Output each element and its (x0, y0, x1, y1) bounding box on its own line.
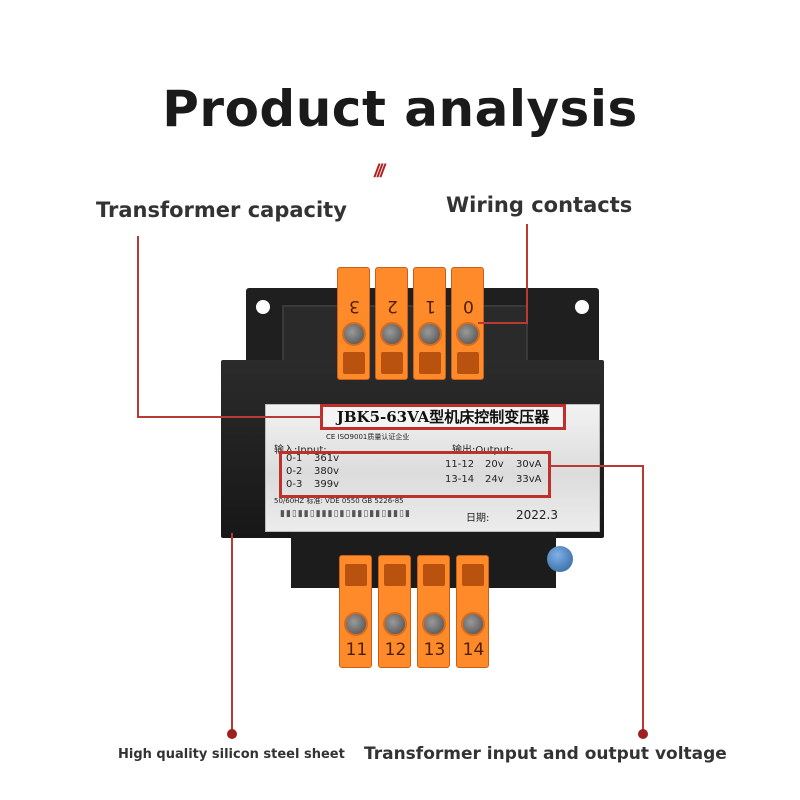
screw-icon (422, 612, 446, 636)
wire-slot (419, 352, 441, 374)
output-tap-13-14: 13-14 (445, 474, 475, 485)
leader-dot (638, 729, 648, 739)
leader-line (231, 533, 233, 733)
input-tap-0-2: 0-2 (286, 466, 303, 477)
leader-line (551, 465, 644, 467)
screw-icon (456, 322, 480, 346)
leader-line (478, 322, 528, 324)
terminal-label: 3 (349, 296, 360, 316)
input-tap-0-3: 0-3 (286, 479, 303, 490)
page-title: Product analysis (162, 80, 638, 138)
leader-line (137, 236, 139, 418)
input-label: 输入:Input: (274, 445, 327, 456)
terminal-label: 14 (462, 640, 485, 660)
wire-slot (384, 564, 406, 586)
leader-dot (227, 729, 237, 739)
terminal-top-0: 0 (451, 267, 484, 380)
terminal-bottom-14: 14 (456, 555, 489, 668)
mounting-hole (256, 300, 270, 314)
date-value: 2022.3 (516, 508, 558, 522)
screw-icon (342, 322, 366, 346)
output-volt-11-12: 20v (485, 459, 504, 470)
terminal-top-2: 2 (375, 267, 408, 380)
adjust-knob-icon (547, 546, 573, 572)
input-tap-0-1: 0-1 (286, 453, 303, 464)
screw-icon (383, 612, 407, 636)
callout-transformer-capacity: Transformer capacity (96, 198, 347, 222)
wire-slot (345, 564, 367, 586)
serial-barcode: ▮▮▯▮▮▯▮▮▮▯▮▯▮▮▯▮▮▯▮▮▯▮ (280, 509, 411, 519)
output-tap-11-12: 11-12 (445, 459, 475, 470)
decorative-slashes: /// (374, 161, 385, 181)
date-label: 日期: (466, 513, 490, 524)
terminal-label: 13 (423, 640, 446, 660)
leader-line (137, 416, 322, 418)
terminal-label: 0 (463, 296, 474, 316)
cert-text: CE ISO9001质量认证企业 (326, 433, 410, 441)
leader-line (642, 465, 644, 733)
screw-icon (380, 322, 404, 346)
callout-silicon-steel: High quality silicon steel sheet (118, 747, 345, 762)
mounting-hole (575, 300, 589, 314)
input-volt-0-2: 380v (314, 466, 340, 477)
terminal-label: 2 (387, 296, 398, 316)
wire-slot (381, 352, 403, 374)
callout-wiring-contacts: Wiring contacts (446, 193, 633, 217)
standard-text: 50/60HZ 标准: VDE 0550 GB 5226-85 (274, 497, 404, 505)
model-label: JBK5-63VA型机床控制变压器 (320, 404, 566, 430)
terminal-top-1: 1 (413, 267, 446, 380)
terminal-label: 12 (384, 640, 407, 660)
input-volt-0-1: 361v (314, 453, 340, 464)
terminal-bottom-11: 11 (339, 555, 372, 668)
screw-icon (461, 612, 485, 636)
terminal-label: 11 (345, 640, 368, 660)
wire-slot (457, 352, 479, 374)
voltage-specs: 0-1 361v 0-2 380v 0-3 399v 11-12 20v 30v… (279, 451, 551, 498)
output-power-13-14: 33vA (516, 474, 542, 485)
callout-io-voltage: Transformer input and output voltage (364, 744, 727, 764)
output-label: 输出:Output: (452, 445, 514, 456)
screw-icon (344, 612, 368, 636)
wire-slot (423, 564, 445, 586)
leader-line (526, 224, 528, 324)
terminal-bottom-12: 12 (378, 555, 411, 668)
wire-slot (462, 564, 484, 586)
terminal-label: 1 (425, 296, 436, 316)
output-volt-13-14: 24v (485, 474, 504, 485)
wire-slot (343, 352, 365, 374)
screw-icon (418, 322, 442, 346)
terminal-bottom-13: 13 (417, 555, 450, 668)
output-power-11-12: 30vA (516, 459, 542, 470)
terminal-top-3: 3 (337, 267, 370, 380)
input-volt-0-3: 399v (314, 479, 340, 490)
